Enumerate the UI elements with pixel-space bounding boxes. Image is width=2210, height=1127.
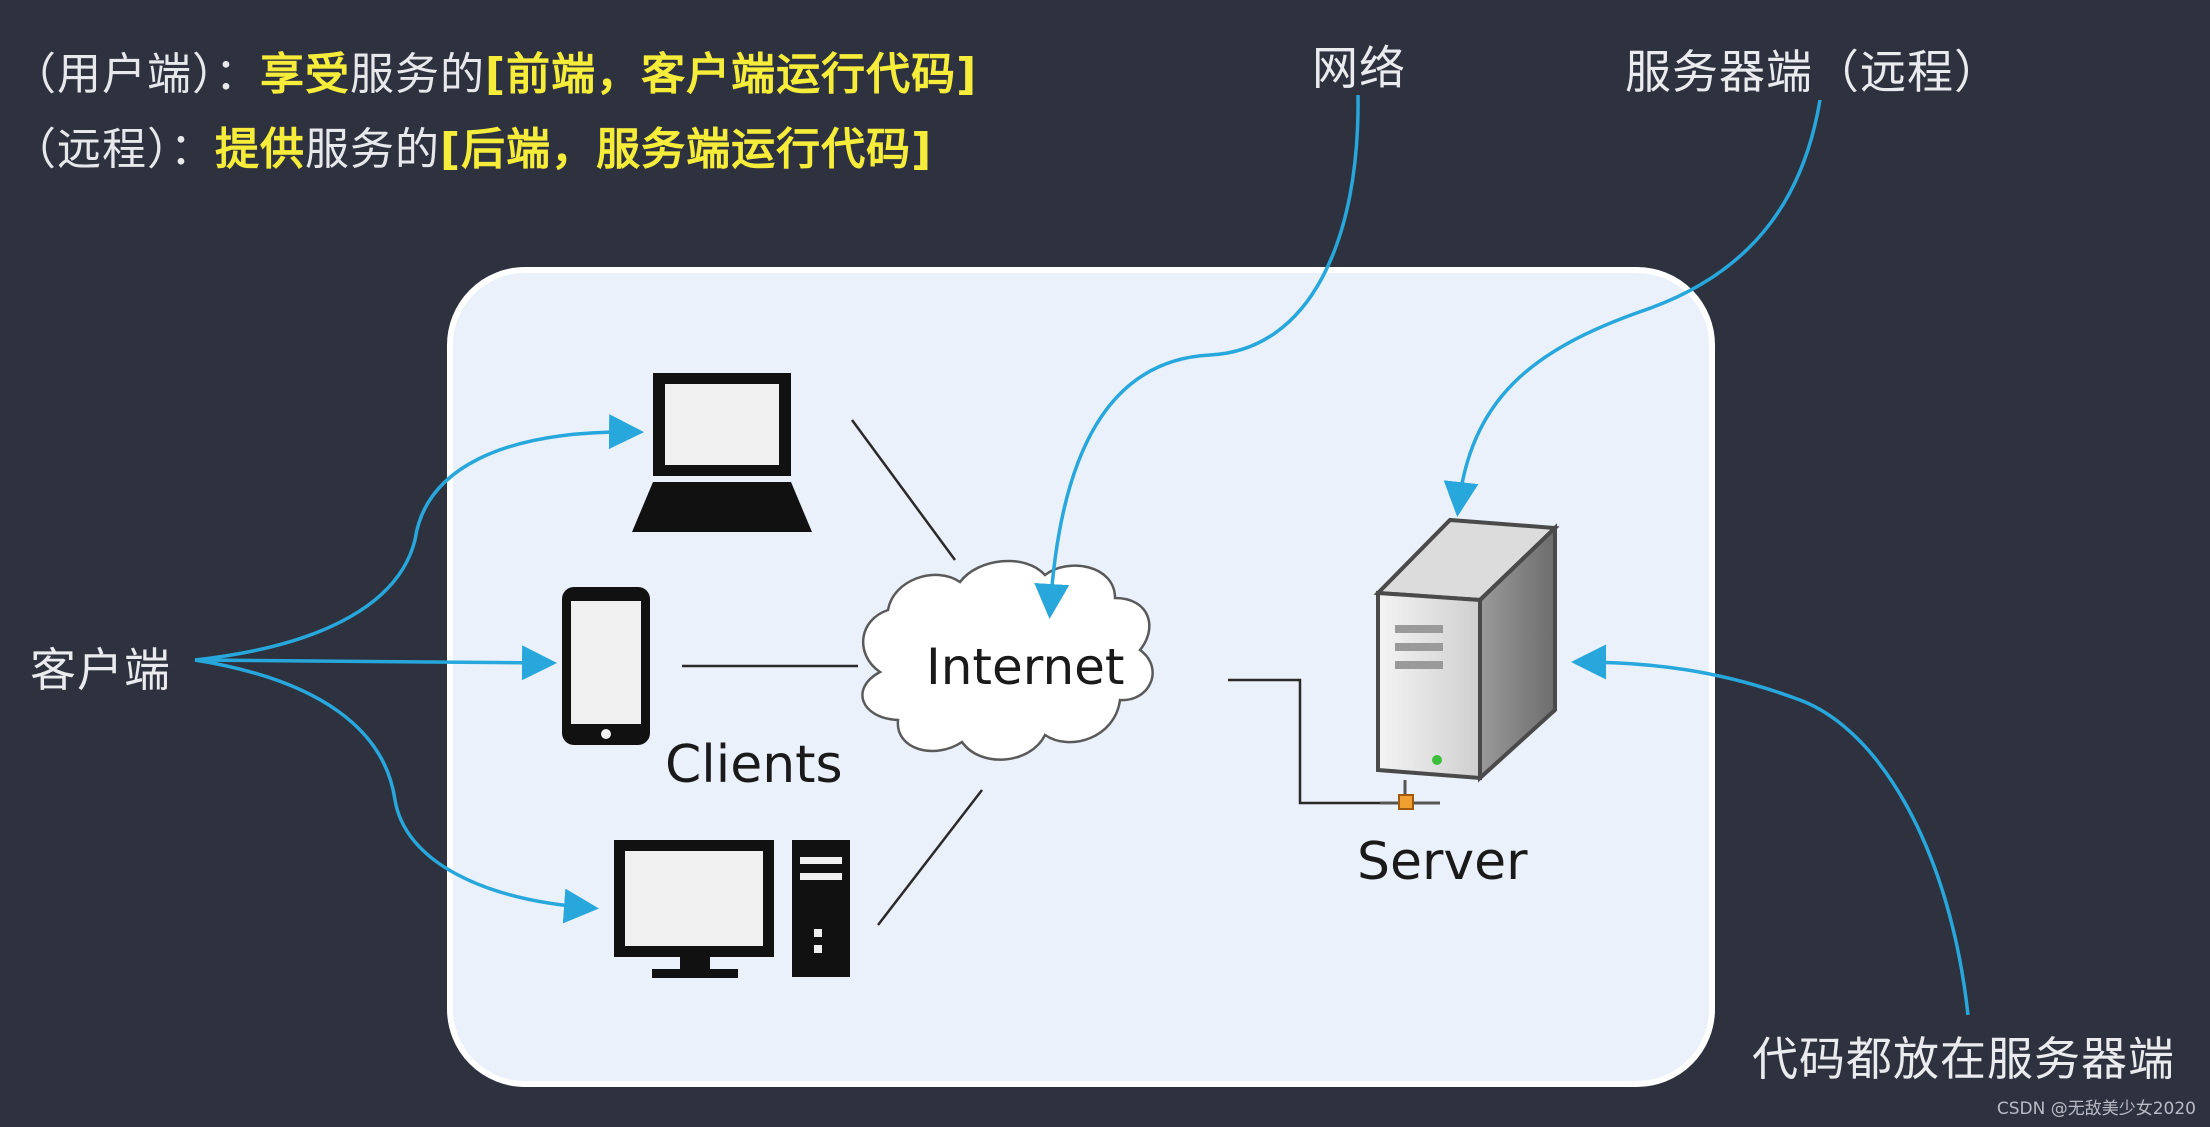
code-to-server-arrow bbox=[1571, 644, 1970, 1016]
laptop-link bbox=[850, 419, 957, 561]
server-remote-label: 服务器端（远程） bbox=[1625, 45, 2001, 99]
header-line-user-verb: 享受 bbox=[260, 49, 350, 100]
header-line-remote: （远程）：提供服务的[后端，服务端运行代码] bbox=[12, 113, 932, 177]
header-line-user-prefix: （用户端）： bbox=[12, 49, 260, 100]
phone-icon bbox=[562, 587, 650, 745]
client-to-desktop-arrow bbox=[194, 658, 599, 924]
header-line-user-role: [前端，客户端运行代码] bbox=[485, 49, 978, 100]
code-on-server-label: 代码都放在服务器端 bbox=[1752, 1032, 2175, 1086]
internet-cloud-icon bbox=[861, 559, 1154, 761]
client-to-phone-arrow bbox=[194, 645, 557, 681]
server-label-to-server-arrow bbox=[1443, 99, 1822, 517]
laptop-icon bbox=[632, 373, 812, 532]
client-to-laptop-arrow bbox=[194, 414, 644, 662]
client-label: 客户端 bbox=[30, 643, 171, 697]
network-label: 网络 bbox=[1312, 41, 1406, 95]
clients-label: Clients bbox=[665, 735, 843, 795]
header-line-user-middle: 服务的 bbox=[350, 49, 485, 100]
watermark: CSDN @无敌美少女2020 bbox=[1996, 1099, 2196, 1119]
network-to-cloud-arrow bbox=[1034, 94, 1360, 619]
header-line-remote-role: [后端，服务端运行代码] bbox=[440, 124, 933, 175]
desktop-icon bbox=[614, 840, 850, 978]
header-line-remote-verb: 提供 bbox=[215, 124, 305, 175]
server-link bbox=[1228, 678, 1382, 805]
header-line-remote-middle: 服务的 bbox=[305, 124, 440, 175]
server-icon bbox=[1373, 517, 1560, 810]
header-line-remote-prefix: （远程）： bbox=[12, 124, 215, 175]
header-line-user: （用户端）：享受服务的[前端，客户端运行代码] bbox=[12, 38, 977, 102]
connection-lines bbox=[682, 419, 1382, 926]
desktop-link bbox=[877, 789, 983, 926]
annotation-arrows bbox=[194, 94, 1970, 1016]
server-label: Server bbox=[1357, 832, 1528, 892]
internet-label: Internet bbox=[926, 638, 1125, 696]
